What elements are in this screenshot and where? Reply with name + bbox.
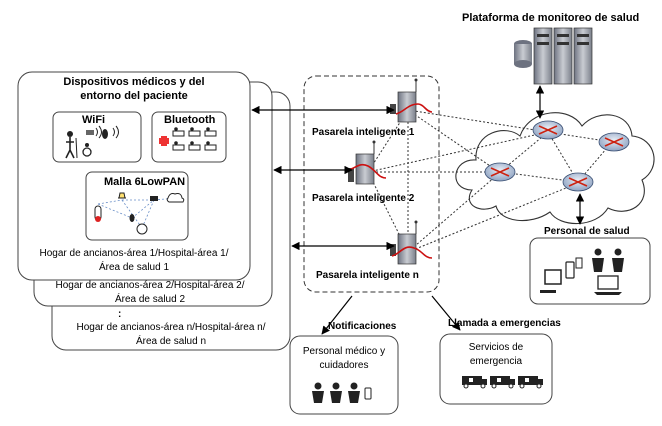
gateway-1-icon [390,78,433,123]
mesh-label: Malla 6LowPAN [104,176,186,188]
arrows [251,85,585,335]
home1-line1: Hogar de ancianos-área 1/Hospital-área 1… [39,248,229,259]
hospital-beds-icon [159,127,217,151]
notifications-box-line1: Personal médico y [302,346,386,357]
wifi-box [52,111,142,163]
devices-title-line2: entorno del paciente [80,90,188,102]
homen-line2: Área de salud n [135,336,207,347]
notifications-box-line2: cuidadores [319,360,369,371]
devices-title-line1: Dispositivos médicos y del [63,76,205,88]
gateway-2-icon [347,140,387,185]
notifications-title: Notificaciones [328,321,397,332]
platform-title: Plataforma de monitoreo de salud [462,12,640,24]
wifi-devices-icon [65,125,119,159]
emergency-box-line2: emergencia [469,356,523,367]
home2-line2: Área de salud 2 [114,294,186,305]
home1-line2: Área de salud 1 [98,262,170,273]
gateway-n-label: Pasarela inteligente n [316,270,419,281]
bluetooth-label: Bluetooth [164,114,216,126]
homen-line1: Hogar de ancianos-área n/Hospital-área n… [76,322,266,333]
home2-line1: Hogar de ancianos-área 2/Hospital-área 2… [55,280,245,291]
staff-devices-icon [540,248,624,295]
gateway-1-label: Pasarela inteligente 1 [312,127,415,138]
mesh-sensors-icon [94,192,185,235]
gateway-n-icon [390,220,433,265]
emergency-box-line1: Servicios de [468,342,524,353]
caregivers-icon [312,382,372,403]
gateway-2-label: Pasarela inteligente 2 [312,193,415,204]
health-staff-title: Personal de salud [544,226,630,237]
wifi-label: WiFi [82,114,106,126]
router-icons [484,120,630,192]
emergency-title: Llamada a emergencias [448,318,561,329]
server-rack-icon [514,27,593,85]
mesh-box [85,171,189,241]
gateway-group [303,75,440,293]
ambulances-icon [462,376,543,389]
areas-ellipsis: : [118,309,122,320]
